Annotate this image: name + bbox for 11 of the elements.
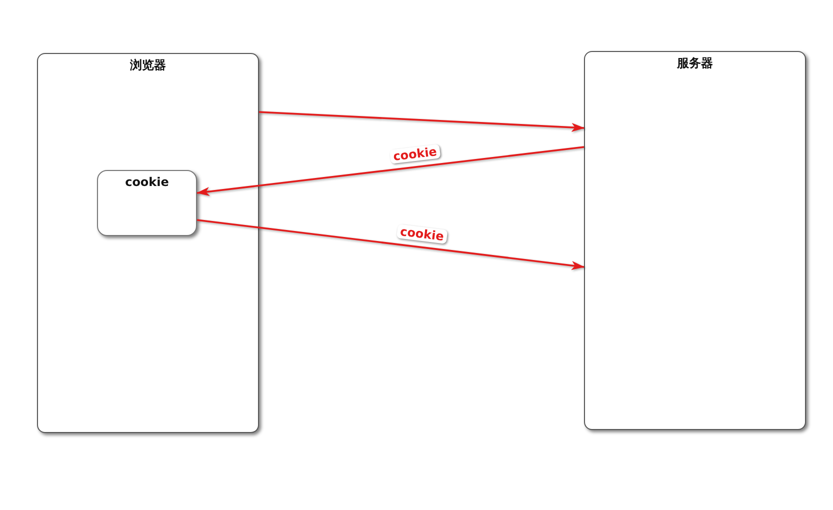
- browser-panel: [37, 53, 259, 433]
- edge-label: cookie: [388, 144, 440, 164]
- server-panel: [584, 51, 806, 430]
- node-title: cookie: [125, 175, 169, 190]
- arrow: [196, 219, 584, 270]
- cookie-box: [97, 170, 197, 236]
- node-title: 服务器: [677, 56, 713, 71]
- edge-label: cookie: [396, 224, 448, 244]
- node-title: 浏览器: [130, 58, 166, 73]
- arrow: [196, 146, 584, 196]
- arrow: [258, 111, 584, 132]
